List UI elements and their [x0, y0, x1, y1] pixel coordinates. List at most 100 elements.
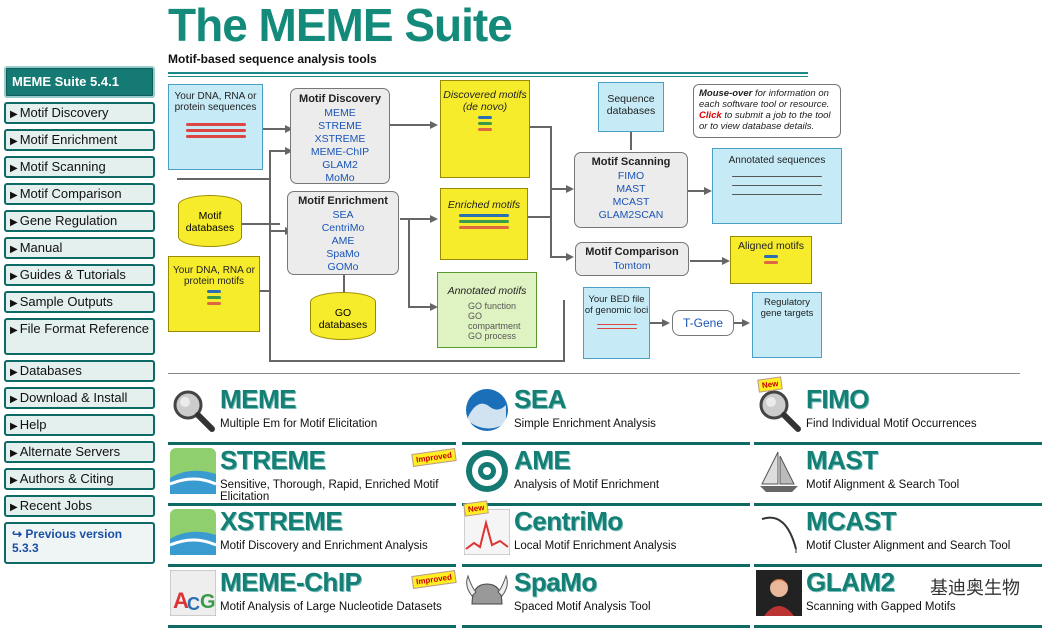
triangle-right-icon: ▶	[10, 163, 18, 174]
tool-link-tomtom[interactable]: Tomtom	[613, 260, 651, 272]
tool-name[interactable]: GLAM2	[806, 567, 895, 597]
viking-helmet-icon[interactable]	[464, 570, 510, 616]
sidebar-item-authors[interactable]: ▶Authors & Citing	[4, 468, 155, 490]
motif-enrichment-title: Motif Enrichment	[298, 195, 388, 207]
tool-link-fimo[interactable]: FIMO	[617, 170, 645, 182]
regulatory-targets-doc: Regulatory gene targets	[752, 292, 822, 358]
info-text-1: for information on each software tool or…	[699, 88, 830, 110]
tool-link-spamo[interactable]: SpaMo	[326, 248, 360, 260]
tool-link-ame[interactable]: AME	[331, 235, 355, 247]
sidebar-item-motif-scanning[interactable]: ▶Motif Scanning	[4, 156, 155, 178]
portrait-icon[interactable]	[756, 570, 802, 616]
tool-link-meme-chip[interactable]: MEME-ChIP	[310, 146, 370, 158]
sidebar-item-motif-comparison[interactable]: ▶Motif Comparison	[4, 183, 155, 205]
tool-name[interactable]: MCAST	[806, 506, 896, 536]
sidebar-item-alternate-servers[interactable]: ▶Alternate Servers	[4, 441, 155, 463]
triangle-right-icon: ▶	[10, 271, 18, 282]
motif-discovery-box[interactable]: Motif Discovery MEME STREME XSTREME MEME…	[290, 88, 390, 184]
tool-name[interactable]: MEME	[220, 384, 297, 414]
bed-file-doc: Your BED file of genomic loci	[583, 287, 650, 359]
target-icon[interactable]	[464, 448, 510, 494]
triangle-right-icon: ▶	[10, 325, 18, 336]
sidebar-item-manual[interactable]: ▶Manual	[4, 237, 155, 259]
sidebar-item-recent-jobs[interactable]: ▶Recent Jobs	[4, 495, 155, 517]
sidebar-item-help[interactable]: ▶Help	[4, 414, 155, 436]
tool-link-sea[interactable]: SEA	[332, 209, 354, 221]
aligned-motifs-doc: Aligned motifs	[730, 236, 812, 284]
tool-link-mast[interactable]: MAST	[616, 183, 646, 195]
wave-icon[interactable]	[464, 387, 510, 433]
arrow-head	[285, 147, 293, 155]
sidebar-item-motif-discovery[interactable]: ▶Motif Discovery	[4, 102, 155, 124]
tool-name[interactable]: STREME	[220, 445, 326, 475]
triangle-right-icon: ▶	[10, 502, 18, 513]
sidebar-item-databases[interactable]: ▶Databases	[4, 360, 155, 382]
tool-link-gomo[interactable]: GOMo	[327, 261, 359, 273]
tool-name[interactable]: MEME-ChIP	[220, 567, 362, 597]
tool-description: Simple Enrichment Analysis	[514, 418, 656, 430]
tool-name[interactable]: FIMO	[806, 384, 870, 414]
tool-link-glam2[interactable]: GLAM2	[322, 159, 358, 171]
motif-databases-cylinder[interactable]: Motif databases	[178, 195, 242, 247]
motif-scanning-box[interactable]: Motif Scanning FIMO MAST MCAST GLAM2SCAN	[574, 152, 688, 228]
sidebar-item-download[interactable]: ▶Download & Install	[4, 387, 155, 409]
tool-name[interactable]: CentriMo	[514, 506, 623, 536]
tool-name[interactable]: SEA	[514, 384, 566, 414]
info-mouseover: Mouse-over	[699, 88, 753, 99]
motif-comparison-box[interactable]: Motif Comparison Tomtom	[575, 242, 689, 276]
sidebar-item-guides[interactable]: ▶Guides & Tutorials	[4, 264, 155, 286]
tool-link-momo[interactable]: MoMo	[325, 172, 355, 184]
connector	[177, 178, 269, 180]
magnifier-icon[interactable]	[756, 387, 802, 433]
sailboat-icon[interactable]	[756, 448, 802, 494]
tool-name[interactable]: MAST	[806, 445, 878, 475]
tool-name[interactable]: SpaMo	[514, 567, 597, 597]
tool-link-centrimo[interactable]: CentriMo	[321, 222, 365, 234]
sidebar-item-sample-outputs[interactable]: ▶Sample Outputs	[4, 291, 155, 313]
tool-name[interactable]: XSTREME	[220, 506, 343, 536]
tool-link-meme[interactable]: MEME	[324, 107, 356, 119]
sequence-databases-cylinder[interactable]: Sequence databases	[598, 82, 664, 132]
tool-link-xstreme[interactable]: XSTREME	[314, 133, 366, 145]
sidebar-item-gene-regulation[interactable]: ▶Gene Regulation	[4, 210, 155, 232]
version-badge[interactable]: MEME Suite 5.4.1	[4, 66, 155, 98]
triangle-right-icon: ▶	[10, 448, 18, 459]
tool-description: Motif Analysis of Large Nucleotide Datas…	[220, 601, 442, 613]
magnifier-icon[interactable]	[170, 387, 216, 433]
tool-description: Scanning with Gapped Motifs	[806, 601, 956, 613]
tool-card-sea[interactable]: SEA Simple Enrichment Analysis	[462, 384, 750, 445]
connector	[688, 190, 706, 192]
previous-version-link[interactable]: ↪ Previous version 5.3.3	[4, 522, 155, 564]
fishing-rod-icon[interactable]	[756, 509, 802, 555]
tool-link-glam2scan[interactable]: GLAM2SCAN	[598, 209, 664, 221]
landscape-icon[interactable]	[169, 509, 217, 555]
input-motifs-doc: Your DNA, RNA or protein motifs	[168, 256, 260, 332]
landscape-icon[interactable]	[169, 448, 217, 494]
chart-icon[interactable]	[463, 508, 511, 556]
motif-bars	[441, 116, 529, 131]
tool-name[interactable]: AME	[514, 445, 571, 475]
sidebar-item-motif-enrichment[interactable]: ▶Motif Enrichment	[4, 129, 155, 151]
tool-link-mcast[interactable]: MCAST	[612, 196, 650, 208]
tool-link-streme[interactable]: STREME	[318, 120, 362, 132]
connector	[563, 300, 565, 362]
motif-enrichment-box[interactable]: Motif Enrichment SEA CentriMo AME SpaMo …	[287, 191, 399, 275]
connector	[269, 150, 271, 362]
sidebar-item-file-format[interactable]: ▶File Format Reference	[4, 318, 155, 355]
tool-link-tgene[interactable]: T-Gene	[672, 310, 734, 336]
connector	[550, 126, 552, 258]
arrow-head	[430, 215, 438, 223]
go-databases-cylinder[interactable]: GO databases	[310, 292, 376, 340]
